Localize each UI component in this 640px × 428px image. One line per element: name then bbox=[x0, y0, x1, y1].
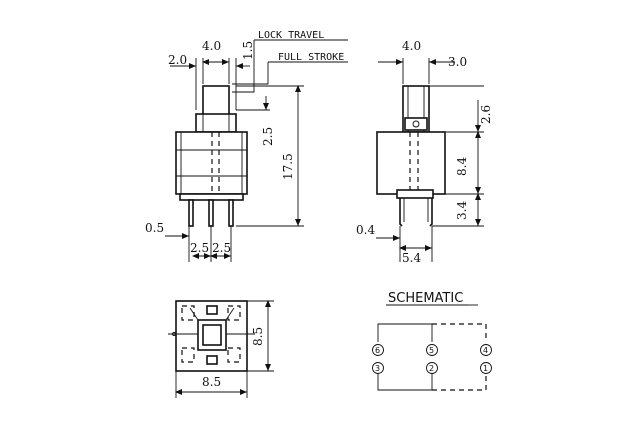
side-dim-body: 8.4 bbox=[455, 157, 469, 176]
front-dim-top-left: 2.0 bbox=[168, 53, 187, 67]
front-pin-center bbox=[208, 199, 214, 227]
pin-5: 5 bbox=[426, 344, 438, 356]
front-dim-height-total: 17.5 bbox=[281, 153, 295, 180]
front-dim-pitch-left: 2.5 bbox=[190, 241, 209, 255]
svg-text:4: 4 bbox=[483, 346, 488, 355]
pin-6: 6 bbox=[372, 344, 384, 356]
side-pin-right bbox=[429, 198, 433, 227]
schematic: SCHEMATIC 6 5 4 3 2 1 bbox=[372, 291, 492, 391]
pin-4: 4 bbox=[480, 344, 492, 356]
pin-3: 3 bbox=[372, 362, 384, 374]
side-dim-pin-width: 0.4 bbox=[356, 223, 375, 237]
front-actuator-collar bbox=[195, 113, 237, 133]
side-dim-pin-len: 3.4 bbox=[455, 201, 469, 220]
side-pin-left bbox=[399, 198, 403, 227]
lock-travel-label: LOCK TRAVEL bbox=[258, 30, 324, 41]
front-dim-height-upper: 2.5 bbox=[261, 127, 275, 146]
full-stroke-label: FULL STROKE bbox=[278, 52, 344, 63]
side-body bbox=[376, 131, 446, 195]
side-dim-top-right: 3.0 bbox=[448, 55, 467, 69]
front-dim-top-width: 4.0 bbox=[202, 39, 221, 53]
front-pin-right bbox=[228, 199, 234, 227]
bottom-dim-width: 8.5 bbox=[202, 375, 221, 389]
svg-text:3: 3 bbox=[375, 364, 380, 373]
svg-text:6: 6 bbox=[375, 346, 380, 355]
schematic-title: SCHEMATIC bbox=[388, 291, 463, 306]
side-dim-top-width: 4.0 bbox=[402, 39, 421, 53]
bottom-dim-height: 8.5 bbox=[251, 327, 265, 346]
front-pin-left bbox=[188, 199, 194, 227]
side-dim-cap: 2.6 bbox=[479, 105, 493, 124]
side-dim-pin-span: 5.4 bbox=[402, 251, 421, 265]
svg-text:5: 5 bbox=[429, 346, 434, 355]
svg-text:1: 1 bbox=[483, 364, 488, 373]
front-view: 2.0 4.0 1.5 LOCK TRAVEL FULL STROKE 2.5 … bbox=[145, 30, 348, 262]
side-view: 4.0 3.0 2.6 8.4 3.4 0.4 5.4 bbox=[356, 39, 493, 265]
front-dim-pin-width: 0.5 bbox=[145, 221, 164, 235]
pin-1: 1 bbox=[480, 362, 492, 374]
front-dim-top-small: 1.5 bbox=[241, 41, 255, 60]
front-dim-pitch-right: 2.5 bbox=[212, 241, 231, 255]
bottom-view: 8.5 8.5 bbox=[168, 300, 274, 398]
svg-text:2: 2 bbox=[429, 364, 434, 373]
pin-2: 2 bbox=[426, 362, 438, 374]
